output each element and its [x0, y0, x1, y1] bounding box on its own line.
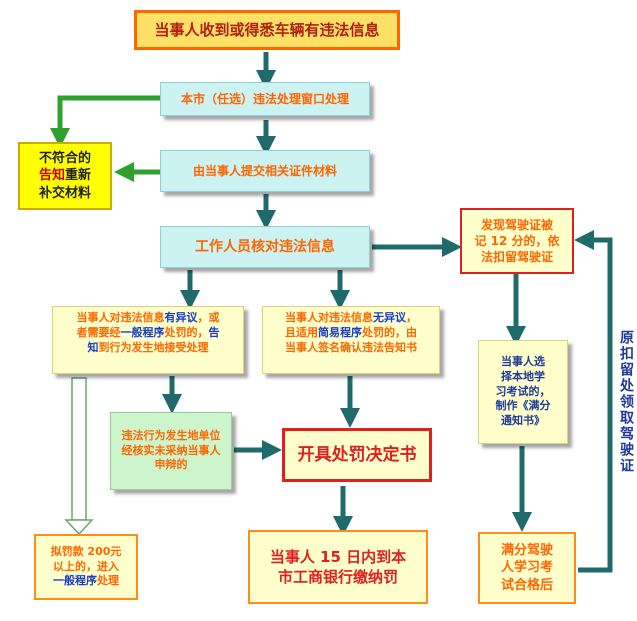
dissent-text-4: 处罚的，: [164, 325, 209, 339]
dissent-text-2: ，或: [197, 311, 220, 324]
dissent-text-1: 当事人对违法信息: [76, 311, 165, 324]
pay-line2: 市工商银行缴纳罚: [277, 568, 398, 586]
study-line2: 择本地学: [501, 369, 545, 383]
study-line3: 习考试的，: [495, 384, 551, 398]
dissent-text-5: 到行为发生地接受处理: [98, 340, 209, 354]
dissent-node: 当事人对违法信息有异议，或 者需要经一般程序处罚的，告 知到行为发生地接受处理: [52, 306, 244, 374]
license-line1: 发现驾驶证被: [480, 217, 553, 232]
verify-node-text: 工作人员核对违法信息: [195, 238, 335, 255]
fine-node: 拟罚款 200元 以上的，进入 一般程序处理: [34, 534, 138, 600]
nodissent-node: 当事人对违法信息无异议， 且适用简易程序处罚的，由 当事人签名确认违法告知书: [262, 306, 440, 374]
decision-node: 开具处罚决定书: [282, 428, 432, 482]
window-node: 本市（任选）违法处理窗口处理: [160, 82, 370, 116]
nodissent-emph-1: 无异议: [373, 311, 406, 324]
pay-line1: 当事人 15 日内到本: [269, 547, 407, 566]
study-line1: 当事人选: [501, 354, 545, 368]
submit-node: 由当事人提交相关证件材料: [160, 150, 370, 192]
window-node-text: 本市（任选）违法处理窗口处理: [180, 91, 349, 106]
study-line5: 通知书》: [501, 414, 545, 428]
license-node: 发现驾驶证被 记 12 分的，依 法扣留驾驶证: [460, 208, 574, 274]
arrow-pass-to-license: [574, 230, 613, 573]
arrow-window-to-reject: [50, 95, 160, 148]
nodissent-text-2: ，: [406, 311, 417, 324]
license-line3: 法扣留驾驶证: [480, 250, 553, 265]
license-line2: 记 12 分的，依: [474, 233, 560, 248]
reject-line2-emph: 告知: [38, 168, 65, 184]
pass-line3: 试合格后: [500, 577, 553, 593]
study-line4: 制作《满分: [495, 399, 551, 413]
dissent-text-3: 者需要经: [76, 325, 121, 339]
arrow-dissent-to-fine: [64, 377, 94, 536]
unit-node: 违法行为发生地单位经核实未采纳当事人申辩的: [110, 412, 232, 490]
unit-node-text: 违法行为发生地单位经核实未采纳当事人申辩的: [121, 428, 221, 472]
reject-line2: 重新: [65, 168, 92, 184]
decision-node-text: 开具处罚决定书: [297, 444, 417, 465]
pass-node: 满分驾驶 人学习考 试合格后: [478, 532, 576, 604]
fine-line1: 拟罚款 200元: [50, 544, 122, 558]
dissent-emph-1: 有异议: [164, 311, 198, 324]
dissent-emph-2: 一般程序: [120, 325, 165, 339]
fine-line2: 以上的，进入: [53, 559, 119, 573]
return-label: 原扣留处领取驾驶证: [618, 330, 634, 474]
fine-line3: 处理: [97, 574, 119, 588]
nodissent-emph-2: 简易程序: [318, 325, 362, 339]
reject-line1: 不符合的: [38, 150, 91, 166]
dissent-emph-4: 知: [87, 340, 99, 354]
pass-line2: 人学习考: [500, 560, 553, 576]
nodissent-text-1: 当事人对违法信息: [285, 311, 373, 324]
nodissent-text-4: 处罚的，由: [362, 325, 417, 339]
start-node: 当事人收到或得悉车辆有违法信息: [134, 10, 400, 50]
verify-node: 工作人员核对违法信息: [160, 226, 370, 268]
pass-line1: 满分驾驶: [500, 542, 553, 558]
pay-node: 当事人 15 日内到本 市工商银行缴纳罚: [248, 530, 428, 604]
nodissent-text-5: 当事人签名确认违法告知书: [285, 340, 417, 354]
reject-line3: 补交材料: [38, 185, 91, 201]
submit-node-text: 由当事人提交相关证件材料: [192, 163, 337, 178]
reject-node: 不符合的 告知重新 补交材料: [18, 142, 112, 210]
start-node-text: 当事人收到或得悉车辆有违法信息: [154, 20, 380, 39]
fine-line3-emph: 一般程序: [53, 574, 97, 588]
dissent-emph-3: 告: [208, 325, 220, 339]
nodissent-text-3: 且适用: [285, 325, 318, 339]
study-node: 当事人选 择本地学 习考试的， 制作《满分 通知书》: [478, 340, 568, 444]
